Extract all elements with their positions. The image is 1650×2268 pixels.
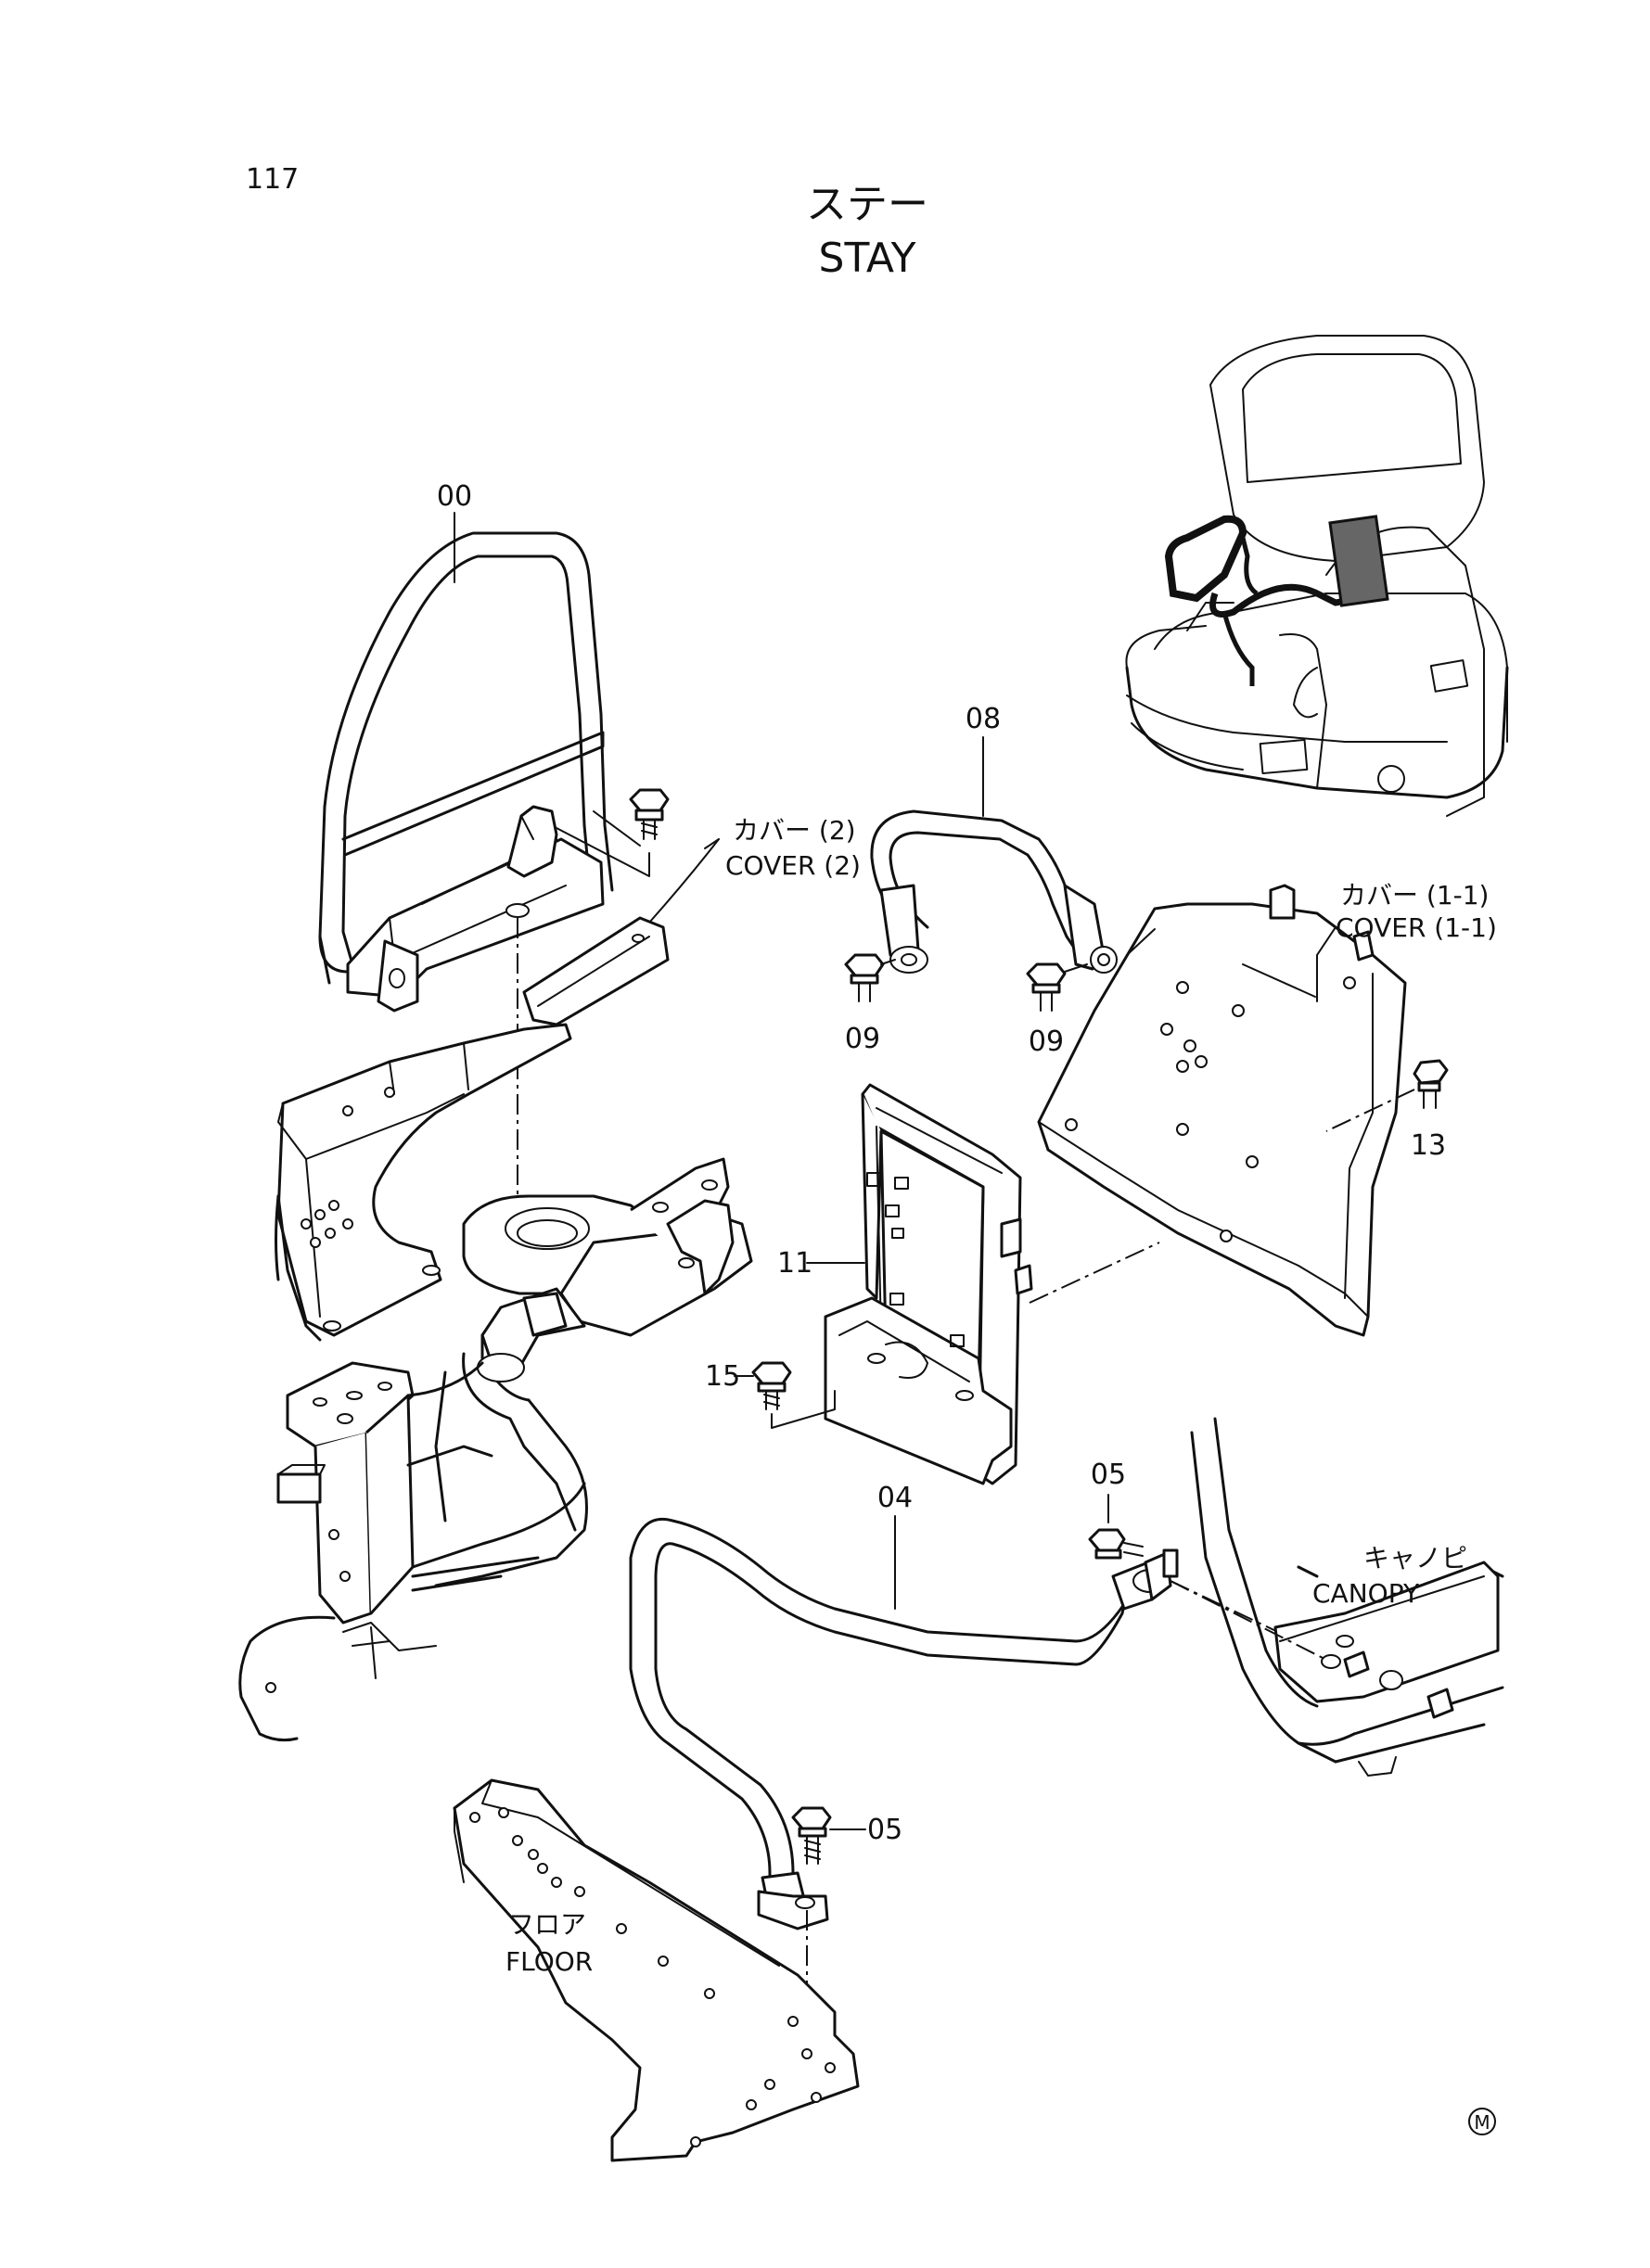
bolt-05-bottom [791, 1806, 832, 1865]
cover-1-1-plate [1037, 884, 1407, 1337]
callout-13: 13 [1411, 1129, 1446, 1162]
bolt-09-right [1026, 962, 1088, 1012]
bolt-13 [1413, 1059, 1449, 1109]
label-canopy-en: CANOPY [1312, 1578, 1420, 1609]
floor-holes [469, 1807, 836, 2147]
title-japanese: ステー [806, 181, 928, 228]
label-cover11-jp: カバー (1-1) [1340, 880, 1489, 911]
label-cover11-en: COVER (1-1) [1336, 912, 1497, 943]
label-cover2-en: COVER (2) [725, 850, 861, 881]
m-mark: M [1468, 2108, 1496, 2135]
cover11-holes [1065, 976, 1356, 1242]
title-english: STAY [819, 235, 916, 282]
part-11-bracket [824, 1083, 1033, 1485]
callout-00: 00 [437, 480, 472, 513]
canopy-structure [1190, 1417, 1504, 1777]
page-number: 117 [246, 163, 299, 196]
callout-09-right: 09 [1029, 1026, 1064, 1058]
bolt-cover-2 [629, 788, 670, 840]
machine-overview-illustration [1125, 335, 1509, 817]
bolt-09-left [844, 953, 896, 1002]
bolt-05-top [1088, 1494, 1144, 1560]
main-frame-structure [238, 1157, 753, 1742]
m-mark-letter: M [1474, 2111, 1490, 2134]
part-08-handrail [870, 809, 1118, 974]
label-cover2-jp: カバー (2) [733, 815, 856, 846]
label-floor-en: FLOOR [505, 1946, 593, 1977]
bolt-15 [751, 1361, 792, 1410]
floor-plate [453, 1778, 860, 2162]
label-canopy-jp: キャノピ [1363, 1543, 1467, 1574]
label-floor-jp: フロア [508, 1909, 586, 1940]
part-00-handrail [318, 531, 614, 1013]
callout-05-top: 05 [1091, 1459, 1126, 1491]
part-04-rail [629, 1518, 1179, 1930]
callout-04: 04 [877, 1482, 913, 1514]
callout-09-left: 09 [845, 1023, 880, 1055]
cover2-holes [301, 1087, 441, 1331]
callout-05-bottom: 05 [867, 1814, 902, 1846]
cover-2-frame [275, 916, 670, 1342]
callout-08: 08 [966, 703, 1001, 735]
